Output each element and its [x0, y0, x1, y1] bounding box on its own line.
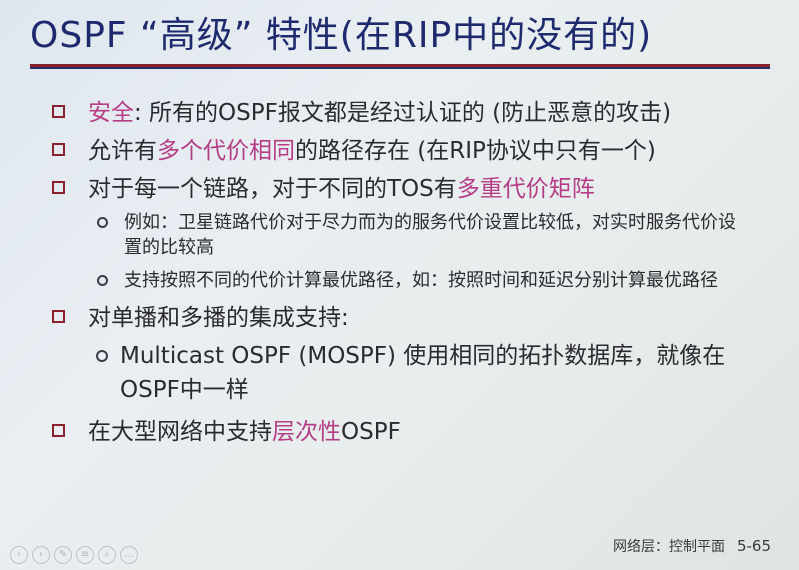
sub-bullet-optimal-path: 支持按照不同的代价计算最优路径，如：按照时间和延迟分别计算最优路径 [52, 268, 744, 293]
bullet-list: 安全: 所有的OSPF报文都是经过认证的 (防止恶意的攻击) 允许有多个代价相同… [52, 96, 772, 453]
bullet-hierarchy-highlight: 层次性 [272, 419, 341, 445]
square-bullet-icon [52, 143, 65, 156]
sub-bullet-satellite: 例如：卫星链路代价对于尽力而为的服务代价设置比较低，对实时服务代价设置的比较高 [52, 210, 744, 260]
circle-bullet-icon [97, 275, 108, 286]
square-bullet-icon [52, 181, 65, 194]
square-bullet-icon [52, 310, 65, 323]
slide-title: OSPF “高级” 特性(在RIP中的没有的) [30, 15, 653, 56]
bullet-equal-cost: 允许有多个代价相同的路径存在 (在RIP协议中只有一个) [52, 134, 772, 168]
square-bullet-icon [52, 105, 65, 118]
bullet-hierarchy-pre: 在大型网络中支持 [88, 419, 272, 445]
bullet-tos-pre: 对于每一个链路，对于不同的TOS有 [88, 176, 457, 202]
more-icon[interactable]: … [120, 546, 138, 564]
slide-footer: 网络层：控制平面 5-65 [613, 536, 771, 556]
pen-icon[interactable]: ✎ [54, 546, 72, 564]
page-number: 5-65 [736, 537, 771, 555]
bullet-multicast: 对单播和多播的集成支持: [52, 301, 772, 335]
footer-section: 网络层：控制平面 [612, 539, 725, 555]
bullet-tos-highlight: 多重代价矩阵 [456, 176, 595, 202]
circle-bullet-icon [96, 350, 108, 362]
next-icon[interactable]: › [32, 546, 50, 564]
zoom-icon[interactable]: ⌕ [98, 546, 116, 564]
prev-icon[interactable]: ‹ [10, 546, 28, 564]
menu-icon[interactable]: ≡ [76, 546, 94, 564]
bullet-tos: 对于每一个链路，对于不同的TOS有多重代价矩阵 [52, 172, 772, 206]
bullet-equal-cost-highlight: 多个代价相同 [157, 138, 295, 164]
circle-bullet-icon [97, 217, 108, 228]
sub-bullet-mospf-text: Multicast OSPF (MOSPF) 使用相同的拓扑数据库，就像在OSP… [120, 343, 726, 403]
title-underline [30, 64, 770, 69]
bullet-multicast-text: 对单播和多播的集成支持: [88, 305, 349, 331]
bullet-hierarchy: 在大型网络中支持层次性OSPF [52, 415, 772, 449]
sub-bullet-satellite-text: 例如：卫星链路代价对于尽力而为的服务代价设置比较低，对实时服务代价设置的比较高 [124, 212, 736, 258]
sub-bullet-mospf: Multicast OSPF (MOSPF) 使用相同的拓扑数据库，就像在OSP… [52, 339, 770, 407]
sub-bullet-optimal-path-text: 支持按照不同的代价计算最优路径，如：按照时间和延迟分别计算最优路径 [124, 270, 718, 291]
bullet-security-highlight: 安全 [88, 100, 134, 126]
slide-nav-toolbar: ‹ › ✎ ≡ ⌕ … [10, 546, 138, 564]
bullet-hierarchy-post: OSPF [341, 419, 401, 445]
bullet-equal-cost-pre: 允许有 [88, 138, 157, 164]
bullet-equal-cost-post: 的路径存在 (在RIP协议中只有一个) [295, 138, 656, 164]
bullet-security: 安全: 所有的OSPF报文都是经过认证的 (防止恶意的攻击) [52, 96, 772, 130]
square-bullet-icon [52, 424, 65, 437]
bullet-security-text: : 所有的OSPF报文都是经过认证的 (防止恶意的攻击) [134, 100, 672, 126]
